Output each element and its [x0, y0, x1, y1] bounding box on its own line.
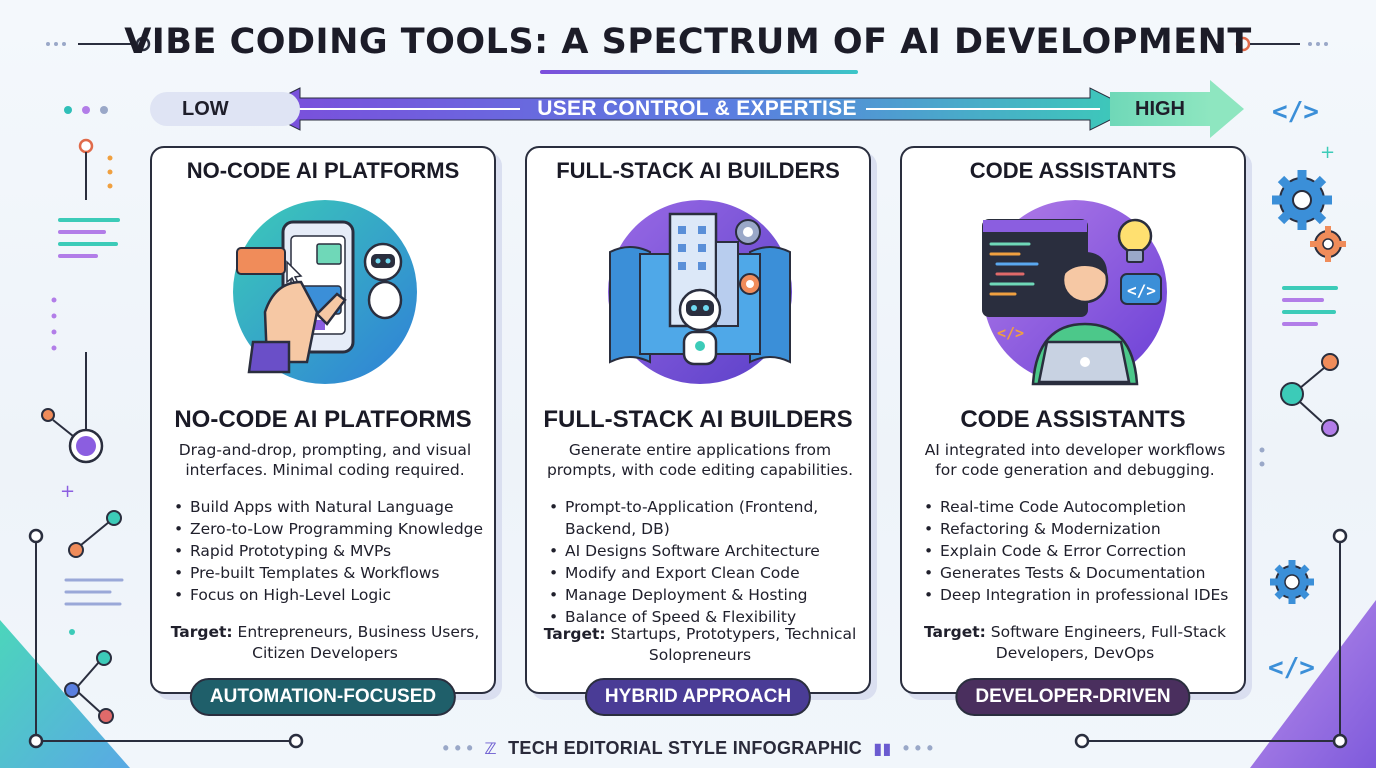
list-item: Focus on High-Level Logic: [174, 584, 490, 606]
svg-text:</>: </>: [1127, 281, 1156, 300]
card-target: Target: Entrepreneurs, Business Users, C…: [166, 622, 484, 664]
list-item: Build Apps with Natural Language: [174, 496, 490, 518]
card-description: Drag-and-drop, prompting, and visual int…: [178, 441, 472, 479]
badge-automation-focused: AUTOMATION-FOCUSED: [189, 678, 457, 716]
svg-text:+: +: [60, 481, 75, 502]
footer-text: TECH EDITORIAL STYLE INFOGRAPHIC: [508, 738, 863, 758]
card-code-assistants: CODE ASSISTANTS </> </> CODE ASSISTANTS …: [900, 146, 1246, 716]
card-heading: CODE ASSISTANTS: [960, 406, 1186, 433]
list-item: Real-time Code Autocompletion: [924, 496, 1240, 518]
z-logo-icon: ℤ: [484, 741, 497, 758]
footer: • • • ℤ TECH EDITORIAL STYLE INFOGRAPHIC…: [0, 738, 1376, 759]
target-text: Startups, Prototypers, Technical Solopre…: [610, 625, 857, 664]
target-text: Software Engineers, Full-Stack Developer…: [990, 623, 1227, 662]
phone-robot-illustration-icon: [233, 200, 417, 384]
spectrum-label: USER CONTROL & EXPERTISE: [537, 97, 857, 120]
card-description: Generate entire applications from prompt…: [546, 441, 854, 479]
list-item: Balance of Speed & Flexibility: [549, 606, 865, 628]
spectrum-high-label: HIGH: [1110, 92, 1210, 126]
spectrum-low-label: LOW: [150, 92, 300, 126]
list-item: Rapid Prototyping & MVPs: [174, 540, 490, 562]
list-item: Generates Tests & Documentation: [924, 562, 1240, 584]
card-target: Target: Software Engineers, Full-Stack D…: [916, 622, 1234, 664]
card-heading: NO-CODE AI PLATFORMS: [174, 406, 472, 433]
list-item: Prompt-to-Application (Frontend, Backend…: [549, 496, 865, 540]
card-title: NO-CODE AI PLATFORMS: [186, 158, 460, 183]
card-title: CODE ASSISTANTS: [969, 158, 1177, 183]
card-no-code: NO-CODE AI PLATFORMS NO-CODE AI PLATFORM…: [150, 146, 496, 716]
gear-icon: [1272, 170, 1332, 230]
card-bullet-list: Build Apps with Natural Language Zero-to…: [174, 496, 490, 606]
list-item: Pre-built Templates & Workflows: [174, 562, 490, 584]
badge-hybrid-approach: HYBRID APPROACH: [584, 678, 812, 716]
card-target: Target: Startups, Prototypers, Technical…: [541, 624, 859, 666]
footer-dots: • • •: [902, 738, 934, 758]
card-heading: FULL-STACK AI BUILDERS: [543, 406, 853, 433]
target-label: Target:: [170, 623, 233, 641]
footer-dots: • • •: [442, 738, 474, 758]
page-title: VIBE CODING TOOLS: A SPECTRUM OF AI DEVE…: [124, 22, 1252, 62]
target-text: Entrepreneurs, Business Users, Citizen D…: [237, 623, 480, 662]
svg-text:</>: </>: [997, 324, 1024, 342]
card-description: AI integrated into developer workflows f…: [924, 441, 1226, 479]
list-item: Modify and Export Clean Code: [549, 562, 865, 584]
list-item: Refactoring & Modernization: [924, 518, 1240, 540]
list-item: AI Designs Software Architecture: [549, 540, 865, 562]
list-item: Explain Code & Error Correction: [924, 540, 1240, 562]
list-item: Zero-to-Low Programming Knowledge: [174, 518, 490, 540]
bar-chart-icon: ▮▮: [873, 741, 892, 758]
spectrum-bar: LOW USER CONTROL & EXPERTISE HIGH: [150, 80, 1244, 138]
card-bullet-list: Real-time Code Autocompletion Refactorin…: [924, 496, 1240, 606]
svg-text:</>: </>: [1272, 97, 1319, 127]
card-full-stack: FULL-STACK AI BUILDERS FULL-STACK AI BUI…: [525, 146, 871, 716]
list-item: Manage Deployment & Hosting: [549, 584, 865, 606]
developer-laptop-illustration-icon: </> </>: [982, 200, 1167, 386]
target-label: Target:: [923, 623, 986, 641]
card-title: FULL-STACK AI BUILDERS: [556, 158, 840, 183]
building-robot-illustration-icon: [608, 200, 792, 384]
gear-icon: [1310, 226, 1346, 262]
card-bullet-list: Prompt-to-Application (Frontend, Backend…: [549, 496, 865, 628]
gear-icon: [1270, 560, 1314, 604]
list-item: Deep Integration in professional IDEs: [924, 584, 1240, 606]
svg-text:+: +: [1320, 142, 1335, 163]
badge-developer-driven: DEVELOPER-DRIVEN: [955, 678, 1191, 716]
svg-text:</>: </>: [1268, 653, 1315, 683]
target-label: Target:: [543, 625, 606, 643]
title-underline: [540, 70, 858, 74]
